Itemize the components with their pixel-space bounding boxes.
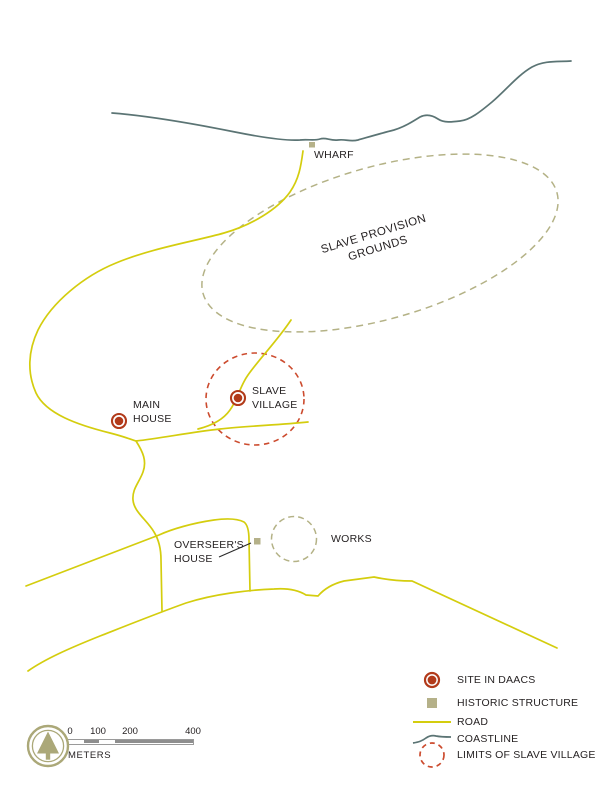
overseers-house-label: OVERSEER'S HOUSE xyxy=(174,538,244,566)
scale-tick-100: 100 xyxy=(90,726,106,737)
scale-unit-label: METERS xyxy=(68,750,112,761)
overseers-leader-line xyxy=(218,542,252,558)
main-house-label-line1: MAIN xyxy=(133,399,161,411)
legend-label-coastline: COASTLINE xyxy=(457,733,519,745)
slave-village-label-line1: SLAVE xyxy=(252,385,287,397)
legend-row-road: ROAD xyxy=(407,711,488,733)
south-road-path xyxy=(132,440,163,612)
provision-grounds-boundary xyxy=(201,153,559,333)
slave-village-label: SLAVE VILLAGE xyxy=(252,384,298,412)
limits-of-slave-village-icon xyxy=(407,740,457,770)
wharf-label: WHARF xyxy=(314,149,354,161)
north-compass-icon xyxy=(26,724,70,768)
wharf-road-path xyxy=(28,150,309,442)
bottom-road-path xyxy=(27,576,558,672)
scale-bar-graphic xyxy=(67,739,194,745)
road-line-icon xyxy=(407,717,457,727)
wharf-structure-square xyxy=(309,142,315,148)
overseers-house-label-line1: OVERSEER'S xyxy=(174,539,244,551)
slave-village-limit-circle xyxy=(205,352,305,446)
legend-row-historic-structure: HISTORIC STRUCTURE xyxy=(407,692,578,714)
main-house-label-line2: HOUSE xyxy=(133,413,172,425)
legend-row-limits-of-slave-village: LIMITS OF SLAVE VILLAGE xyxy=(407,742,596,768)
legend-row-coastline: COASTLINE xyxy=(407,728,518,750)
legend-label-road: ROAD xyxy=(457,716,489,728)
coastline-path xyxy=(111,60,572,142)
overseers-house-label-line2: HOUSE xyxy=(174,553,213,565)
scale-tick-400: 400 xyxy=(185,726,201,737)
legend-label-limits-of-slave-village: LIMITS OF SLAVE VILLAGE xyxy=(457,749,596,761)
works-label: WORKS xyxy=(331,533,372,545)
village-road-path xyxy=(197,319,292,430)
scale-tick-200: 200 xyxy=(122,726,138,737)
legend-label-site-in-daacs: SITE IN DAACS xyxy=(457,674,536,686)
daacs-marker-slave-village xyxy=(229,389,247,407)
scale-tick-0: 0 xyxy=(67,726,73,737)
daacs-marker-main-house xyxy=(110,412,128,430)
slave-village-label-line2: VILLAGE xyxy=(252,399,298,411)
coastline-line-icon xyxy=(407,731,457,747)
legend-row-site-in-daacs: SITE IN DAACS xyxy=(407,669,535,691)
daacs-site-icon xyxy=(407,670,457,690)
main-house-label: MAIN HOUSE xyxy=(133,398,172,426)
legend-label-historic-structure: HISTORIC STRUCTURE xyxy=(457,697,579,709)
historic-structure-icon xyxy=(407,693,457,713)
overseers-structure-square xyxy=(254,538,261,545)
scale-bar: 0 100 200 400 METERS xyxy=(67,726,207,761)
diagonal-road-path xyxy=(25,518,251,592)
works-boundary xyxy=(270,515,318,563)
